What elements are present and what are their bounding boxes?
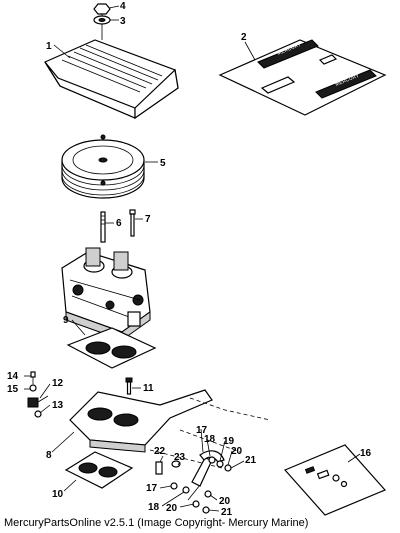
callout-6: 6 [116, 218, 122, 229]
callout-14: 14 [7, 371, 19, 382]
callout-13: 13 [52, 400, 64, 411]
throttle-body [61, 247, 151, 341]
callout-20-right: 20 [219, 496, 231, 507]
callout-22: 22 [154, 446, 166, 457]
callout-18-bottom: 18 [148, 502, 160, 513]
flame-arrestor-cover [44, 39, 179, 120]
mounting-bolt [125, 377, 133, 395]
leader-lines [24, 5, 361, 512]
callout-19: 19 [223, 436, 235, 447]
callout-7: 7 [145, 214, 151, 225]
callout-17-bottom: 17 [146, 483, 158, 494]
stud [100, 211, 106, 243]
callout-2: 2 [241, 32, 247, 43]
callout-9: 9 [63, 315, 69, 326]
callout-17-top: 17 [196, 425, 208, 436]
callout-20-bottom: 20 [166, 503, 178, 514]
callout-1: 1 [46, 41, 52, 52]
callout-10: 10 [52, 489, 64, 500]
callout-5: 5 [160, 158, 166, 169]
decal-sheet: MERCURY MERCURY [218, 39, 387, 116]
callout-3: 3 [120, 16, 126, 27]
callout-18-top: 18 [204, 434, 216, 445]
screw [30, 371, 36, 384]
callout-4: 4 [120, 1, 126, 12]
fuel-fitting-assembly [155, 450, 232, 514]
callout-12: 12 [52, 378, 64, 389]
callout-11: 11 [143, 383, 154, 394]
image-caption: MercuryPartsOnline v2.5.1 (Image Copyrig… [4, 517, 309, 529]
spacer-gasket [64, 451, 134, 489]
callout-23: 23 [174, 452, 186, 463]
callout-21-top: 21 [245, 455, 257, 466]
cover-washer [93, 15, 111, 25]
callout-15: 15 [7, 384, 19, 395]
callout-20-top: 20 [231, 446, 243, 457]
fitting-kit-card [283, 444, 387, 516]
callout-21-bottom: 21 [221, 507, 233, 518]
flame-arrestor-element [61, 134, 145, 199]
callout-16: 16 [360, 448, 372, 459]
throttle-body-gasket [66, 327, 157, 369]
bolt [129, 209, 136, 237]
clip [29, 384, 37, 392]
bracket-screw [34, 410, 42, 418]
callout-8: 8 [46, 450, 52, 461]
callout-numbers: 1 2 3 4 5 6 7 8 9 10 11 12 13 14 15 16 1… [7, 1, 372, 518]
adapter-plate [69, 389, 271, 471]
sensor [27, 395, 49, 408]
